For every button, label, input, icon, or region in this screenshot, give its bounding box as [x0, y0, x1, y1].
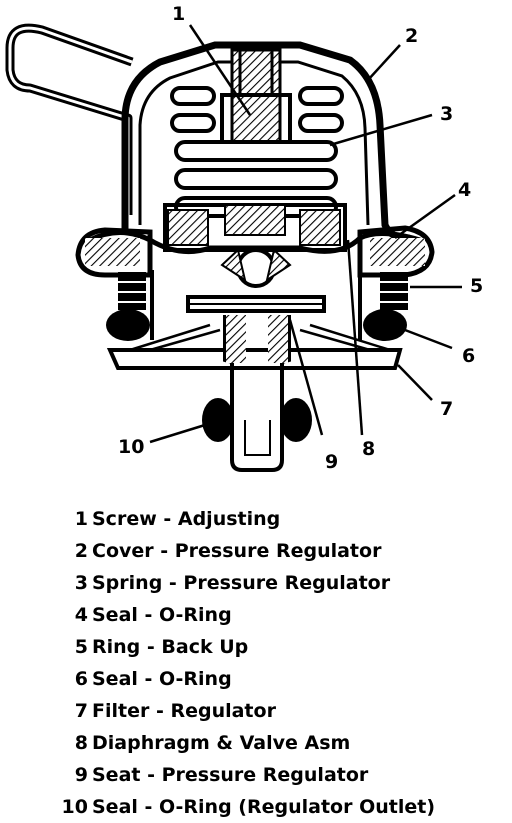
outlet-tube — [223, 315, 291, 472]
legend-item-text: Screw - Adjusting — [92, 508, 281, 530]
legend-item-text: Seal - O-Ring (Regulator Outlet) — [92, 796, 436, 818]
legend-item-text: Seal - O-Ring — [92, 668, 232, 690]
regulator-spring — [170, 86, 344, 218]
legend-item-number: 8 — [74, 732, 88, 754]
callout-7: 7 — [440, 398, 453, 420]
leader-lines — [149, 24, 462, 444]
legend-item-number: 5 — [74, 636, 88, 658]
valve-ball — [236, 248, 276, 288]
callout-4: 4 — [458, 179, 471, 201]
callout-10: 10 — [118, 436, 144, 458]
o-ring-left — [106, 309, 150, 341]
diaphragm — [88, 230, 421, 255]
legend-item-number: 9 — [74, 764, 88, 786]
legend-item-number: 3 — [74, 572, 88, 594]
outlet-o-ring-left — [202, 398, 234, 442]
legend-item-number: 2 — [74, 540, 88, 562]
o-ring-right — [363, 309, 407, 341]
legend-item-text: Cover - Pressure Regulator — [92, 540, 382, 562]
legend-item-text: Filter - Regulator — [92, 700, 276, 722]
legend-item-number: 7 — [74, 700, 88, 722]
outlet-o-ring-right — [280, 398, 312, 442]
legend-item-number: 4 — [74, 604, 88, 626]
callout-3: 3 — [440, 103, 453, 125]
regulator-filter — [106, 348, 403, 370]
legend-item-number: 10 — [61, 796, 88, 818]
callout-2: 2 — [405, 25, 418, 47]
legend-item-text: Diaphragm & Valve Asm — [92, 732, 351, 754]
legend-item-text: Seat - Pressure Regulator — [92, 764, 369, 786]
callout-8: 8 — [362, 438, 375, 460]
callout-1: 1 — [172, 3, 185, 25]
pressure-regulator-diagram: 1 2 3 4 5 6 7 8 9 10 — [5, 3, 483, 473]
legend-item-number: 6 — [74, 668, 88, 690]
callout-9: 9 — [325, 451, 338, 473]
callout-6: 6 — [462, 345, 475, 367]
legend-item-text: Ring - Back Up — [92, 636, 249, 658]
callout-5: 5 — [470, 275, 483, 297]
legend-item-text: Spring - Pressure Regulator — [92, 572, 391, 594]
legend-item-number: 1 — [74, 508, 88, 530]
legend-item-text: Seal - O-Ring — [92, 604, 232, 626]
